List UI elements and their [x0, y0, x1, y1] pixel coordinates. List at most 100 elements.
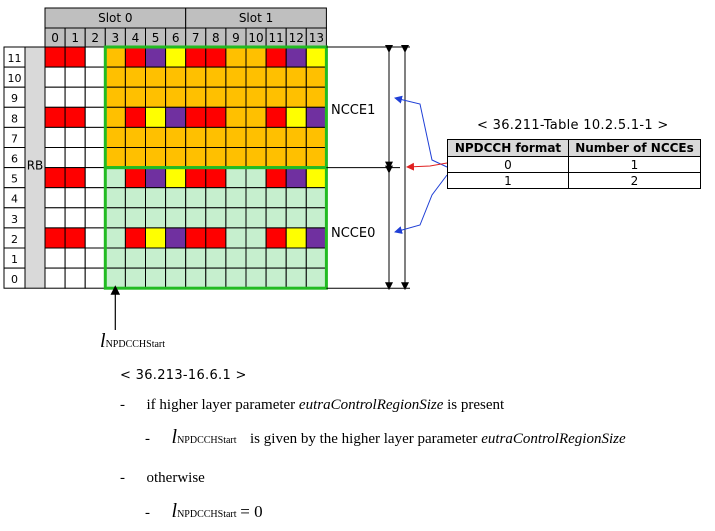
- table-cell: 0: [447, 156, 569, 173]
- ncce-regions: [103, 45, 448, 330]
- symbol-index-label: 2: [91, 31, 99, 45]
- rule-param: eutraControlRegionSize: [298, 397, 444, 413]
- grid-cell: [84, 247, 106, 269]
- slot1-label: Slot 1: [239, 11, 273, 25]
- grid-cell: [145, 86, 167, 108]
- grid-cell: [285, 227, 307, 249]
- grid-cell: [44, 126, 66, 149]
- rb-index-label: 3: [11, 213, 18, 226]
- grid-cell: [165, 86, 187, 108]
- format1-arrow-ncce0: [394, 174, 448, 234]
- grid-cell: [145, 66, 167, 88]
- symbol-index-label: 6: [172, 31, 180, 45]
- dash: -: [145, 431, 150, 447]
- grid-cell: [305, 126, 327, 149]
- grid-cell: [185, 207, 207, 229]
- dash: -: [145, 505, 150, 521]
- symbol-index-label: 12: [289, 31, 304, 45]
- rb-index-label: 1: [11, 253, 18, 266]
- ncce-format-table: NPDCCH format Number of NCCEs 0 1 1 2: [447, 139, 701, 189]
- grid-cell: [305, 207, 327, 229]
- grid-cell: [124, 106, 147, 128]
- grid-cell: [305, 187, 327, 209]
- rule-text: otherwise: [146, 470, 205, 486]
- rule-item-2a: - lNPDCCHStart = 0: [145, 500, 263, 523]
- format0-arrow: [406, 162, 448, 171]
- grid-cell: [205, 267, 227, 289]
- grid-cell: [185, 106, 207, 128]
- grid-cell: [44, 66, 66, 88]
- grid-cell: [285, 187, 307, 209]
- grid-cell: [245, 247, 267, 269]
- grid-cell: [124, 247, 147, 269]
- grid-cell: [145, 126, 167, 149]
- grid-cell: [44, 46, 66, 68]
- grid-cell: [124, 227, 147, 249]
- grid-cell: [64, 46, 86, 68]
- slot0-label: Slot 0: [98, 11, 132, 25]
- grid-cell: [84, 147, 106, 169]
- grid-cell: [265, 167, 287, 189]
- grid-cell: [124, 46, 147, 68]
- equation: = 0: [240, 502, 263, 521]
- rule-text: is given by the higher layer parameter: [250, 431, 478, 447]
- table-cell: 1: [447, 172, 569, 189]
- grid-cell: [305, 46, 327, 68]
- grid-cell: [84, 126, 106, 149]
- grid-cell: [265, 86, 287, 108]
- rb-index-label: 7: [11, 132, 18, 145]
- grid-cell: [285, 106, 307, 128]
- grid-cell: [145, 46, 167, 68]
- grid-cell: [104, 247, 126, 269]
- symbol-index-label: 9: [232, 31, 240, 45]
- grid-cell: [44, 187, 66, 209]
- grid-cell: [124, 187, 147, 209]
- grid-cell: [245, 147, 267, 169]
- grid-cell: [104, 86, 126, 108]
- grid-cell: [124, 66, 147, 88]
- grid-cell: [225, 227, 247, 249]
- l-symbol: l: [171, 426, 178, 448]
- grid-cell: [104, 106, 126, 128]
- grid-cell: [145, 167, 167, 189]
- grid-cell: [64, 207, 86, 229]
- symbol-index-label: 13: [309, 31, 324, 45]
- grid-cell: [185, 187, 207, 209]
- grid-cell: [225, 86, 247, 108]
- grid-cell: [64, 147, 86, 169]
- grid-cell: [44, 167, 66, 189]
- grid-cell: [285, 167, 307, 189]
- grid-cell: [265, 207, 287, 229]
- grid-cell: [104, 187, 126, 209]
- grid-cell: [205, 126, 227, 149]
- grid-cell: [305, 66, 327, 88]
- grid-cell: [84, 46, 106, 68]
- grid-cell: [84, 86, 106, 108]
- grid-cell: [205, 207, 227, 229]
- grid-cell: [225, 106, 247, 128]
- ncce0-region: [103, 166, 328, 290]
- grid-cell: [265, 147, 287, 169]
- rule-item-2: - otherwise: [120, 470, 205, 487]
- rb-bar: [24, 46, 46, 289]
- grid-cell: [205, 227, 227, 249]
- grid-cell: [44, 86, 66, 108]
- symbol-index-label: 5: [152, 31, 160, 45]
- grid-cell: [145, 227, 167, 249]
- grid-cell: [145, 247, 167, 269]
- grid-cell: [265, 46, 287, 68]
- l-subscript: NPDCCHStart: [105, 339, 166, 350]
- grid-cell: [285, 86, 307, 108]
- grid-cell: [84, 227, 106, 249]
- grid-cell: [104, 207, 126, 229]
- symbol-index-label: 1: [71, 31, 79, 45]
- grid-cell: [64, 126, 86, 149]
- grid-cell: [44, 106, 66, 128]
- grid-cell: [104, 66, 126, 88]
- rb-index-label: 9: [11, 92, 18, 105]
- symbol-index-label: 8: [212, 31, 220, 45]
- grid-cell: [64, 167, 86, 189]
- rb-index-label: 11: [8, 52, 22, 65]
- grid-cell: [285, 66, 307, 88]
